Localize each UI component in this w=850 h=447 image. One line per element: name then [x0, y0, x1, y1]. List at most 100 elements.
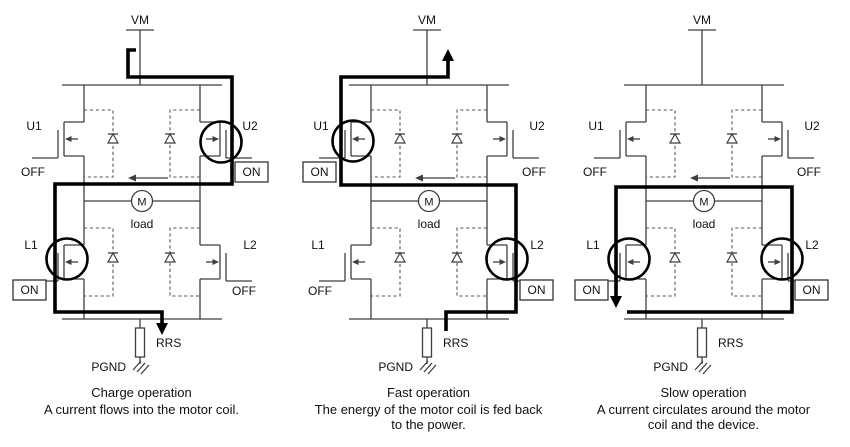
- load-label: load: [693, 217, 716, 231]
- vm-label: VM: [693, 13, 711, 27]
- pgnd-label: PGND: [378, 360, 413, 374]
- sense-resistor: [134, 327, 146, 358]
- diagram-column-slow: VM: [562, 0, 845, 433]
- diode-icon: [163, 132, 177, 144]
- caption-title: Fast operation: [386, 385, 471, 400]
- motor-m-label: M: [699, 197, 708, 209]
- diode-icon: [106, 251, 120, 263]
- caption-description: A current circulates around the motor co…: [596, 401, 811, 433]
- u2-state-label: OFF: [522, 165, 546, 179]
- diode-icon: [668, 251, 682, 263]
- body-diodes: [371, 109, 487, 297]
- load-label: load: [131, 217, 154, 231]
- u1-label: U1: [588, 119, 604, 133]
- l2-label: L2: [805, 238, 819, 252]
- u1-state-label: OFF: [21, 165, 45, 179]
- active-transistor-circle-l2: [760, 237, 804, 281]
- diode-icon: [450, 251, 464, 263]
- diode-icon: [163, 251, 177, 263]
- u2-state-label: OFF: [797, 165, 821, 179]
- mosfet-u1: [594, 121, 646, 159]
- active-transistor-circle-l2: [485, 237, 529, 281]
- u1-state-badge: ON: [302, 161, 337, 183]
- bridge-wiring: [624, 84, 784, 364]
- u2-label: U2: [804, 119, 820, 133]
- active-transistor-circle-l1: [607, 237, 651, 281]
- mosfet-l2: [200, 244, 252, 282]
- u1-label: U1: [26, 119, 42, 133]
- current-path-arrowhead: [156, 323, 168, 335]
- diode-icon: [668, 132, 682, 144]
- vm-label: VM: [418, 13, 436, 27]
- mosfet-l1: [594, 244, 646, 282]
- l2-state-label: ON: [803, 283, 821, 297]
- diode-icon: [393, 132, 407, 144]
- l2-state-badge: ON: [794, 279, 829, 301]
- u2-state-label: ON: [243, 165, 261, 179]
- vm-supply-symbol: [688, 29, 716, 85]
- ground-icon: [419, 360, 437, 375]
- l2-label: L2: [243, 238, 257, 252]
- rrs-label: RRS: [443, 336, 468, 350]
- motor-current-direction-arrow: [128, 174, 168, 182]
- circuit-diagram-slow: VM: [574, 13, 829, 375]
- current-path-arrowhead: [442, 49, 454, 61]
- mosfet-l1: [32, 244, 84, 282]
- circuit-diagram-fast: VM: [302, 13, 554, 375]
- mosfet-l1: [319, 244, 371, 282]
- u2-label: U2: [242, 119, 258, 133]
- active-transistor-circle-u2: [199, 120, 243, 164]
- l2-state-label: OFF: [232, 284, 256, 298]
- motor-symbol: M: [417, 189, 441, 213]
- motor-symbol: M: [692, 189, 716, 213]
- motor-m-label: M: [424, 197, 433, 209]
- caption-fast: Fast operation The energy of the motor c…: [287, 385, 570, 433]
- bridge-wiring: [62, 84, 222, 364]
- caption-description: The energy of the motor coil is fed back…: [314, 401, 543, 433]
- sense-resistor: [696, 327, 708, 358]
- l1-state-label: ON: [583, 283, 601, 297]
- current-path: [339, 59, 518, 331]
- mosfet-u1: [32, 121, 84, 159]
- motor-m-label: M: [137, 197, 146, 209]
- rrs-label: RRS: [718, 336, 743, 350]
- ground-icon: [132, 360, 150, 375]
- l1-state-badge: ON: [12, 279, 47, 301]
- ground-icon: [694, 360, 712, 375]
- current-path-arrowhead: [610, 296, 622, 308]
- diode-icon: [450, 132, 464, 144]
- l1-state-badge: ON: [574, 279, 609, 301]
- current-path: [614, 185, 794, 314]
- l1-state-label: ON: [21, 283, 39, 297]
- motor-symbol: M: [130, 189, 154, 213]
- diode-icon: [106, 132, 120, 144]
- rrs-label: RRS: [156, 336, 181, 350]
- sense-resistor: [421, 327, 433, 358]
- u2-label: U2: [529, 119, 545, 133]
- active-transistor-circle-u1: [331, 119, 375, 163]
- l2-label: L2: [530, 238, 544, 252]
- active-transistor-circle-l1: [45, 237, 89, 281]
- l1-label: L1: [586, 238, 600, 252]
- bridge-wiring: [349, 84, 509, 364]
- diagram-column-charge: VM: [0, 0, 283, 417]
- u1-label: U1: [313, 119, 329, 133]
- caption-charge: Charge operation A current flows into th…: [0, 385, 283, 417]
- l1-state-label: OFF: [308, 284, 332, 298]
- body-diodes: [646, 109, 762, 297]
- motor-current-direction-arrow: [415, 174, 455, 182]
- diode-icon: [725, 251, 739, 263]
- load-label: load: [418, 217, 441, 231]
- pgnd-label: PGND: [653, 360, 688, 374]
- vm-label: VM: [131, 13, 149, 27]
- motor-current-direction-arrow: [690, 174, 730, 182]
- pgnd-label: PGND: [91, 360, 126, 374]
- u1-state-label: OFF: [583, 165, 607, 179]
- mosfet-u2: [762, 121, 814, 159]
- circuit-diagram-charge: VM: [12, 13, 269, 375]
- diagram-column-fast: VM: [287, 0, 570, 433]
- caption-description: A current flows into the motor coil.: [43, 401, 240, 417]
- caption-title: Slow operation: [660, 385, 747, 400]
- caption-slow: Slow operation A current circulates arou…: [562, 385, 845, 433]
